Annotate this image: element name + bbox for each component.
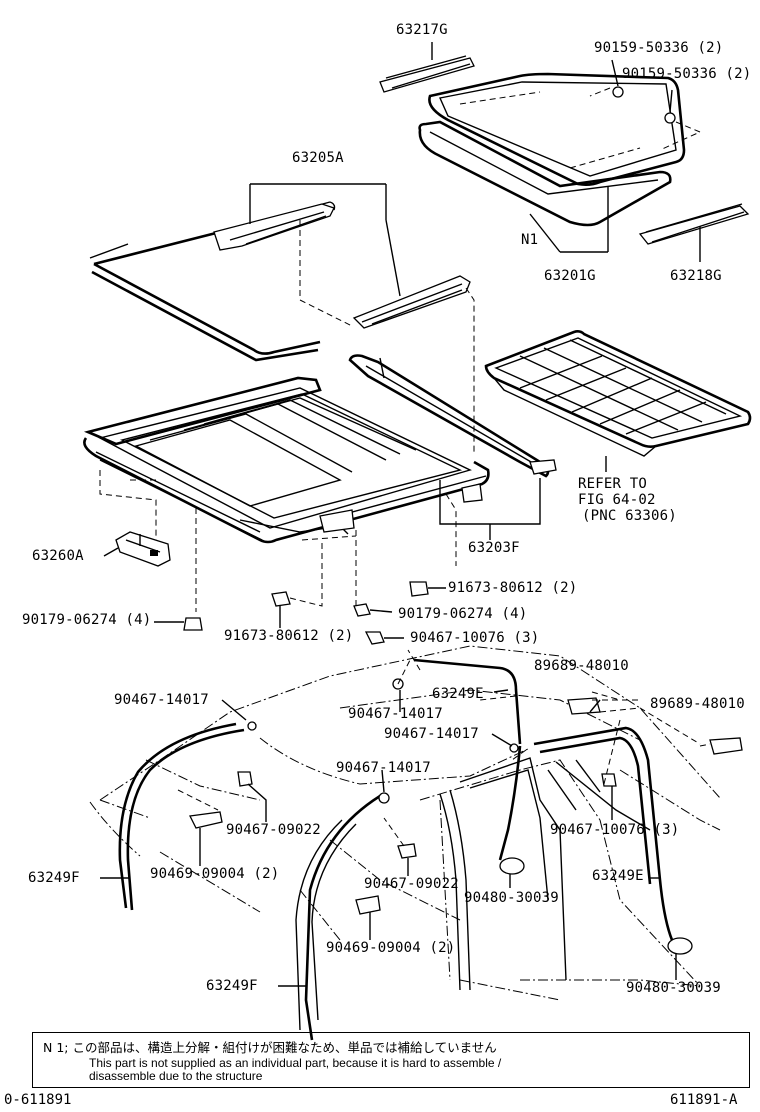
label-90159-50336-lower: 90159-50336 (2) (622, 66, 752, 82)
part-63249-weatherstrips (118, 658, 674, 1041)
label-63217G: 63217G (396, 22, 448, 38)
label-90467-14017-a: 90467-14017 (114, 692, 209, 708)
note-english: This part is not supplied as an individu… (89, 1057, 501, 1083)
label-90179-06274-right: 90179-06274 (4) (398, 606, 528, 622)
label-N1: N1 (521, 232, 539, 248)
label-63249F-lower: 63249F (206, 978, 258, 994)
label-90469-09004-lower: 90469-09004 (2) (326, 940, 456, 956)
part-clips-roof (183, 581, 429, 645)
part-63203F-housing (83, 376, 490, 544)
label-90467-10076-lower: 90467-10076 (3) (550, 822, 680, 838)
label-90480-30039-lower: 90480-30039 (626, 980, 721, 996)
label-90179-06274-left: 90179-06274 (4) (22, 612, 152, 628)
part-63201G-glass (418, 59, 702, 227)
label-91673-80612-right: 91673-80612 (2) (448, 580, 578, 596)
part-63218G (638, 203, 750, 262)
label-89689-48010-upper: 89689-48010 (534, 658, 629, 674)
label-90480-30039-upper: 90480-30039 (464, 890, 559, 906)
note-box: N 1; この部品は、構造上分解・組付けが困難なため、単品では補給していません … (32, 1032, 750, 1088)
footer-right-code: 611891-A (670, 1092, 738, 1108)
label-refer-pnc: (PNC 63306) (582, 508, 677, 524)
label-63249F-upper: 63249F (28, 870, 80, 886)
label-91673-80612-left: 91673-80612 (2) (224, 628, 354, 644)
label-refer-fig: FIG 64-02 (578, 492, 656, 508)
part-63203F-rail (348, 354, 557, 478)
label-90469-09004-upper: 90469-09004 (2) (150, 866, 280, 882)
part-63217G (379, 42, 475, 93)
label-63201G: 63201G (544, 268, 596, 284)
label-63249E-lower: 63249E (592, 868, 644, 884)
label-63260A: 63260A (32, 548, 84, 564)
label-90467-10076-upper: 90467-10076 (3) (410, 630, 540, 646)
label-63249E-upper: 63249E (432, 686, 484, 702)
car-door-frames (295, 757, 651, 1031)
note-english-line2: disassemble due to the structure (89, 1069, 263, 1083)
label-90467-09022-upper: 90467-09022 (226, 822, 321, 838)
label-63203F: 63203F (468, 540, 520, 556)
part-63205A (89, 183, 475, 452)
label-90467-14017-d: 90467-14017 (336, 760, 431, 776)
part-clips-body (189, 678, 743, 955)
label-63205A: 63205A (292, 150, 344, 166)
footer-left-code: 0-611891 (4, 1092, 72, 1108)
part-refer-grid-panel (484, 330, 752, 457)
label-90467-14017-b: 90467-14017 (348, 706, 443, 722)
label-90159-50336-upper: 90159-50336 (2) (594, 40, 724, 56)
label-90467-14017-c: 90467-14017 (384, 726, 479, 742)
leader-lines (100, 649, 711, 987)
note-english-line1: This part is not supplied as an individu… (89, 1056, 502, 1070)
part-63260A-motor (115, 531, 171, 567)
label-63218G: 63218G (670, 268, 722, 284)
label-89689-48010-lower: 89689-48010 (650, 696, 745, 712)
label-90467-09022-lower: 90467-09022 (364, 876, 459, 892)
label-refer-to: REFER TO (578, 476, 648, 492)
note-japanese: N 1; この部品は、構造上分解・組付けが困難なため、単品では補給していません (43, 1040, 497, 1055)
